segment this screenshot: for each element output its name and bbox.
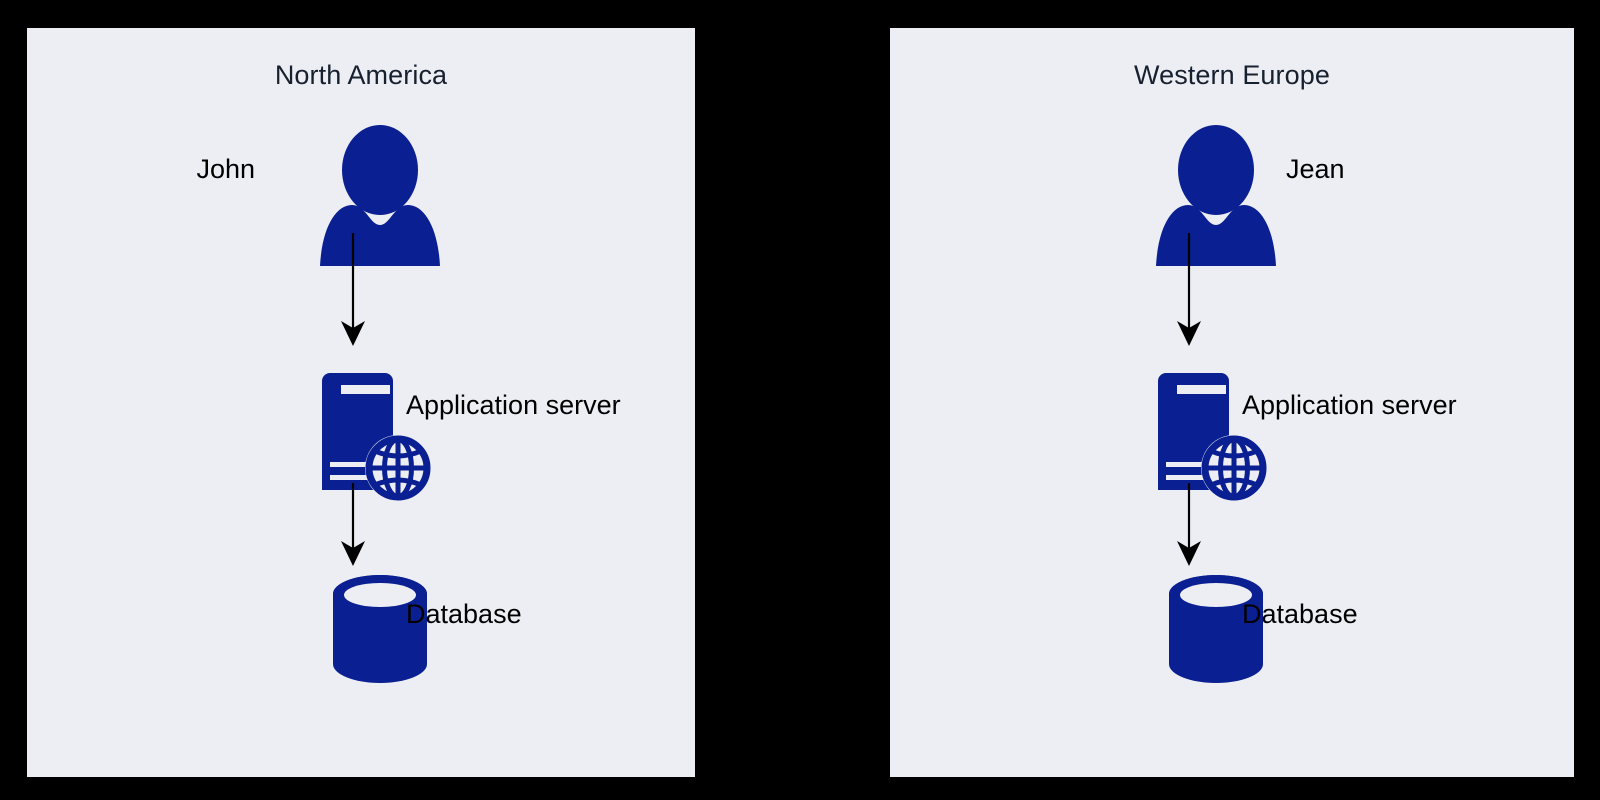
connector-person-to-appserver: [1163, 233, 1223, 353]
node-label-application-server: Application server: [1242, 390, 1457, 420]
node-database[interactable]: [1133, 553, 1273, 688]
panel-north-america[interactable]: North America John: [27, 28, 695, 777]
panel-title-western-europe: Western Europe: [1133, 60, 1330, 90]
node-application-server[interactable]: [1135, 333, 1275, 501]
database-icon: [1169, 575, 1263, 683]
node-label-jean: Jean: [1286, 154, 1345, 184]
node-label-john: John: [196, 154, 255, 184]
person-icon: [1156, 125, 1276, 266]
arrowhead-icon: [341, 541, 365, 566]
node-label-database: Database: [1242, 599, 1358, 629]
connector-person-to-appserver: [327, 233, 387, 353]
connector-appserver-to-database: [1163, 483, 1223, 583]
panel-title-north-america: North America: [274, 60, 448, 90]
panel-western-europe[interactable]: Western Europe Jean: [890, 28, 1574, 777]
person-icon: [320, 125, 440, 266]
node-database[interactable]: [297, 553, 437, 688]
node-person-john[interactable]: [292, 103, 472, 278]
server-globe-icon: [322, 373, 431, 501]
arrowhead-icon: [1177, 321, 1201, 346]
arrowhead-icon: [1177, 541, 1201, 566]
database-icon: [333, 575, 427, 683]
node-person-jean[interactable]: [1128, 103, 1308, 278]
node-application-server[interactable]: [299, 333, 439, 501]
arrowhead-icon: [341, 321, 365, 346]
connector-appserver-to-database: [327, 483, 387, 583]
node-label-database: Database: [406, 599, 522, 629]
server-globe-icon: [1158, 373, 1267, 501]
node-label-application-server: Application server: [406, 390, 621, 420]
